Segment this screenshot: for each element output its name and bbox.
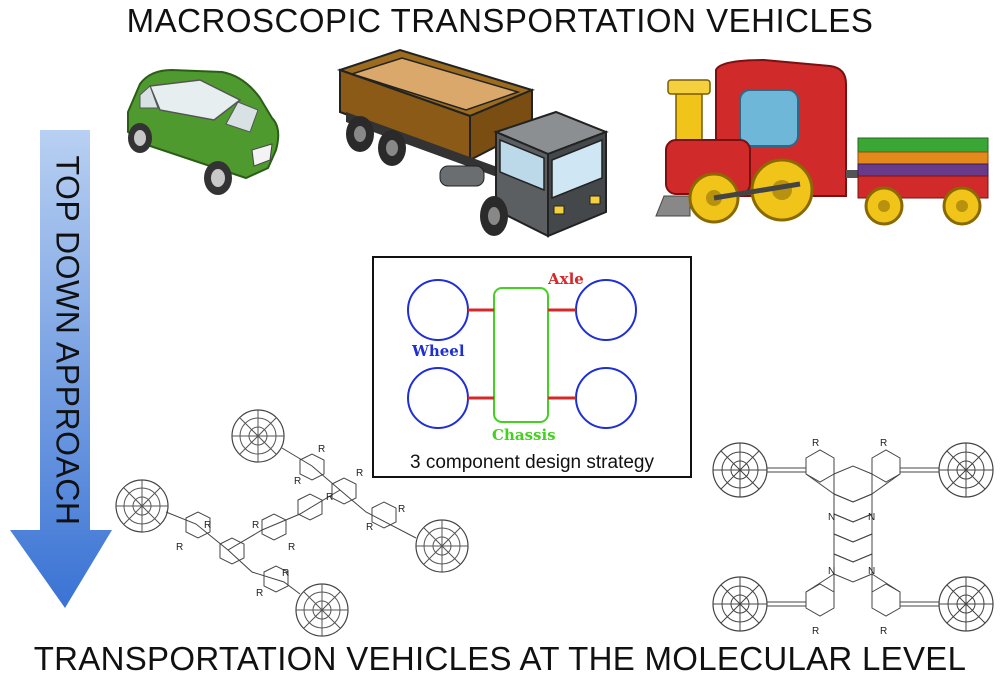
wheel-top-left [407, 279, 469, 341]
design-strategy-box: Axle Wheel Chassis 3 component design st… [372, 256, 692, 478]
svg-text:R: R [252, 520, 259, 531]
fullerene-right-tl [712, 442, 768, 498]
fullerene-right-tr [938, 442, 994, 498]
fullerene-right-bl [712, 576, 768, 632]
toy-train-icon [655, 58, 989, 226]
molecule-right [712, 442, 994, 632]
svg-text:R: R [812, 626, 819, 637]
molecule-left-labels: R R R R R R R R R R R R [176, 444, 405, 599]
svg-text:R: R [256, 588, 263, 599]
svg-text:N: N [828, 566, 835, 577]
svg-text:R: R [294, 476, 301, 487]
svg-text:R: R [812, 438, 819, 449]
svg-text:R: R [176, 542, 183, 553]
truck-icon [336, 48, 609, 238]
svg-text:R: R [326, 492, 333, 503]
fullerene-left-left [115, 479, 169, 533]
top-down-arrow [10, 130, 112, 608]
page-title-bottom: TRANSPORTATION VEHICLES AT THE MOLECULAR… [33, 640, 967, 677]
fullerene-left-top [231, 409, 285, 463]
wheel-bottom-right [575, 367, 637, 429]
design-strategy-diagram [407, 279, 637, 429]
wheel-top-right [575, 279, 637, 341]
svg-text:R: R [288, 542, 295, 553]
svg-text:R: R [318, 444, 325, 455]
strategy-caption: 3 component design strategy [410, 452, 654, 473]
svg-text:N: N [828, 512, 835, 523]
molecule-left [115, 409, 469, 637]
chassis-rect [493, 287, 549, 423]
fullerene-right-br [938, 576, 994, 632]
svg-text:R: R [366, 522, 373, 533]
svg-text:R: R [356, 468, 363, 479]
svg-text:R: R [880, 626, 887, 637]
fullerene-left-right [415, 519, 469, 573]
page-title-top: MACROSCOPIC TRANSPORTATION VEHICLES [126, 2, 874, 39]
fullerene-left-bottom [295, 583, 349, 637]
car-icon [127, 68, 280, 195]
svg-text:N: N [868, 566, 875, 577]
axle-label: Axle [548, 270, 584, 288]
svg-text:R: R [398, 504, 405, 515]
svg-text:R: R [204, 520, 211, 531]
wheel-bottom-left [407, 367, 469, 429]
wheel-label: Wheel [412, 342, 465, 360]
svg-text:R: R [880, 438, 887, 449]
molecule-right-labels: R R R R N N N N [812, 438, 887, 637]
chassis-label: Chassis [492, 426, 556, 444]
svg-text:R: R [282, 568, 289, 579]
svg-text:N: N [868, 512, 875, 523]
